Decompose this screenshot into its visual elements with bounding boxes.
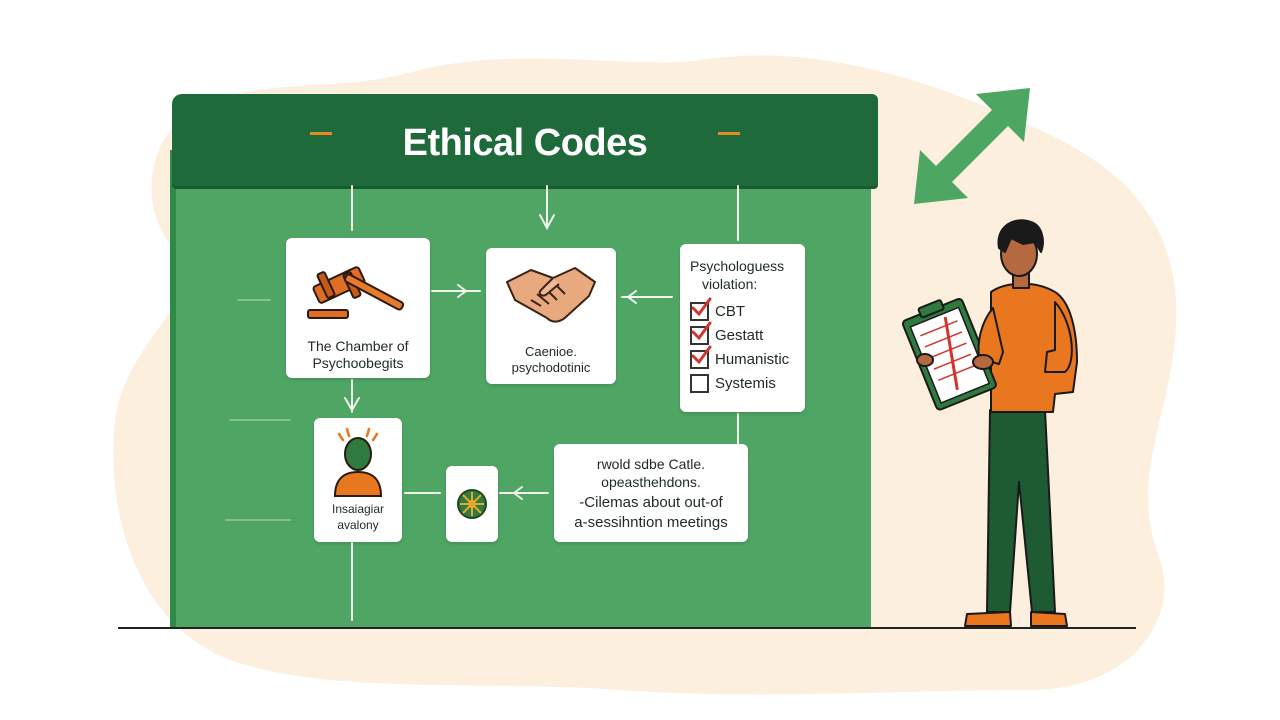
checklist-title-line2: violation:: [702, 276, 758, 292]
person-label-line1: Insaiagiar: [331, 502, 385, 516]
checkbox-empty-icon[interactable]: [690, 374, 709, 393]
ground-line: [118, 627, 1136, 629]
meetings-label-line2: opeasthehdons.: [601, 474, 701, 490]
checkbox-checked-icon[interactable]: [690, 321, 712, 345]
card-meetings: rwold sdbe Catle. opeasthehdons. -Cilema…: [554, 444, 748, 542]
gavel-icon: [307, 266, 405, 319]
card-emblem: [446, 466, 498, 542]
meetings-label-line4: a-sessihntion meetings: [574, 514, 728, 531]
meetings-label-line3: -Cilemas about out-of: [579, 494, 723, 511]
board-title: Ethical Codes: [402, 122, 648, 164]
card-handshake: Caenioe. psychodotinic: [486, 248, 616, 384]
person-with-clipboard-icon: [901, 219, 1078, 627]
emblem-icon: [457, 489, 487, 519]
checkbox-checked-icon[interactable]: [690, 345, 712, 369]
card-person: Insaiagiar avalony: [314, 418, 402, 542]
checklist-item-gestalt[interactable]: Gestatt: [690, 321, 764, 345]
checkbox-checked-icon[interactable]: [690, 297, 712, 321]
decor-dash-right: [718, 132, 740, 135]
checklist-item-cbt[interactable]: CBT: [690, 297, 745, 321]
checklist-item-humanistic[interactable]: Humanistic: [690, 345, 790, 369]
checklist-title-line1: Psychologuess: [690, 258, 785, 274]
person-icon: [333, 427, 383, 497]
checklist-item-label: Gestatt: [715, 326, 764, 344]
handshake-icon: [506, 267, 596, 323]
chamber-label-line2: Psychoobegits: [312, 355, 404, 371]
checklist-item-systemis[interactable]: Systemis: [690, 374, 776, 393]
card-checklist: Psychologuess violation: CBT Gestatt Hum…: [680, 244, 805, 412]
handshake-label-line2: psychodotinic: [511, 360, 591, 375]
handshake-label-line1: Caenioe.: [524, 344, 578, 359]
person-label-line2: avalony: [337, 518, 379, 532]
checklist-item-label: Systemis: [715, 374, 776, 392]
chamber-label-line1: The Chamber of: [307, 338, 409, 354]
card-chamber: The Chamber of Psychoobegits: [286, 238, 430, 378]
double-arrow-icon: [914, 88, 1030, 204]
meetings-label-line1: rwold sdbe Catle.: [596, 456, 706, 472]
checklist-item-label: Humanistic: [715, 350, 790, 368]
decor-dash-left: [310, 132, 332, 135]
checklist-item-label: CBT: [715, 302, 745, 320]
board-header: Ethical Codes: [172, 94, 878, 186]
